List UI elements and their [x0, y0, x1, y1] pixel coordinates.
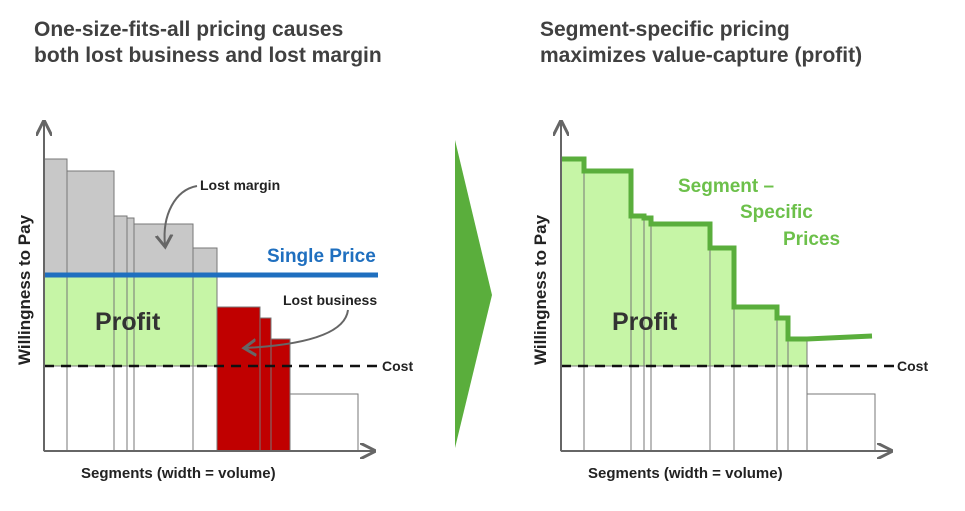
cost-bar	[650, 365, 711, 452]
lost-business-bar	[216, 306, 261, 452]
cost-bar	[630, 365, 645, 452]
profit-area	[787, 338, 808, 367]
lost-margin-bar	[192, 247, 218, 276]
cost-bar	[643, 365, 652, 452]
cost-bar	[733, 365, 778, 452]
lost-margin-bar	[66, 170, 115, 276]
single-price-label: Single Price	[267, 246, 376, 267]
prices-label-line3: Prices	[783, 229, 840, 250]
segment-price-line	[561, 156, 873, 342]
lost-margin-bar	[43, 158, 68, 276]
right-x-axis-label: Segments (width = volume)	[588, 465, 783, 482]
left-profit-label: Profit	[95, 308, 161, 336]
left-title: One-size-fits-all pricing causes both lo…	[34, 17, 382, 69]
profit-area	[650, 223, 711, 367]
cost-bar	[192, 365, 218, 452]
lost-business-arrow-icon	[246, 309, 349, 348]
profit-area	[560, 158, 585, 367]
profit-area	[709, 247, 735, 367]
profit-area	[583, 170, 632, 367]
profit-area	[643, 217, 652, 367]
cost-bar	[113, 365, 128, 452]
left-chart	[44, 122, 379, 451]
cost-bar	[133, 365, 194, 452]
profit-area	[133, 274, 194, 367]
cost-bar	[709, 365, 735, 452]
transition-arrow-icon	[455, 140, 492, 448]
right-profit-label: Profit	[612, 308, 678, 336]
right-title-line1: Segment-specific pricing	[540, 18, 790, 41]
lost-margin-label: Lost margin	[200, 177, 280, 193]
left-title-line2: both lost business and lost margin	[34, 44, 382, 67]
cost-bar	[66, 365, 115, 452]
profit-area	[192, 274, 218, 367]
profit-area	[43, 274, 68, 367]
prices-label-line1: Segment –	[678, 176, 774, 197]
right-title: Segment-specific pricing maximizes value…	[540, 17, 862, 69]
cost-bar	[776, 365, 789, 452]
profit-area	[630, 215, 645, 367]
right-y-axis-label: Willingness to Pay	[531, 214, 550, 365]
prices-label-line2: Specific	[740, 202, 813, 223]
left-title-line1: One-size-fits-all pricing causes	[34, 18, 344, 41]
cost-bar	[787, 365, 808, 452]
lost-margin-bar	[133, 223, 194, 276]
right-cost-label: Cost	[897, 358, 928, 374]
lost-margin-bar	[113, 215, 128, 276]
left-x-axis-label: Segments (width = volume)	[81, 465, 276, 482]
cost-bar	[583, 365, 632, 452]
lost-margin-arrow-icon	[165, 185, 198, 245]
cost-bar	[43, 365, 68, 452]
lost-margin-bar	[126, 217, 135, 276]
right-title-line2: maximizes value-capture (profit)	[540, 44, 863, 67]
lost-business-label: Lost business	[283, 292, 377, 308]
left-cost-label: Cost	[382, 358, 413, 374]
lost-business-bar	[270, 338, 291, 452]
right-chart	[561, 122, 896, 451]
cost-bar	[560, 365, 585, 452]
left-y-axis-label: Willingness to Pay	[15, 214, 34, 365]
lost-business-bar	[259, 317, 272, 452]
segment-bar	[806, 393, 876, 452]
segment-bar	[289, 393, 359, 452]
profit-area	[733, 306, 778, 367]
cost-bar	[126, 365, 135, 452]
